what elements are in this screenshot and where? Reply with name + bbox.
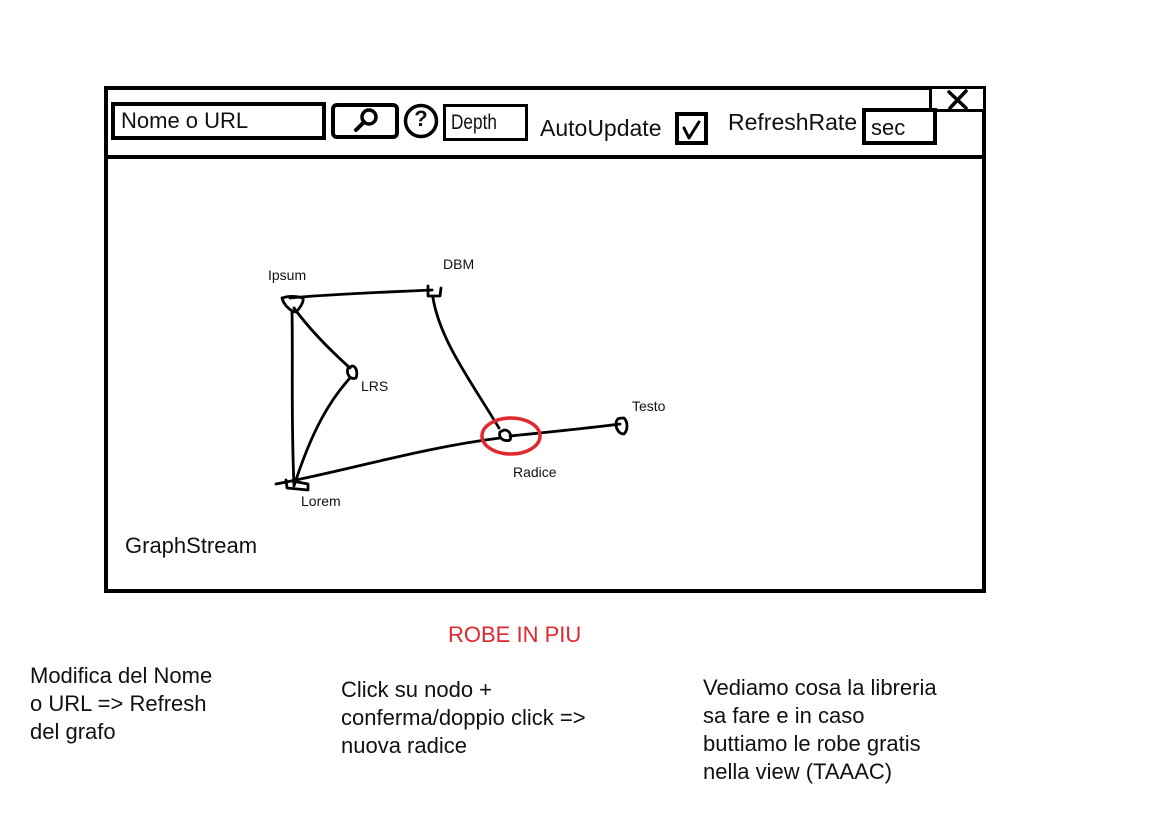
node-label-radice: Radice: [513, 464, 557, 480]
help-glyph: ?: [414, 106, 428, 131]
search-button[interactable]: [331, 103, 399, 139]
refreshrate-label: RefreshRate: [728, 109, 858, 135]
name-or-url-input[interactable]: Nome o URL: [111, 102, 326, 140]
node-label-lorem: Lorem: [301, 493, 341, 509]
help-icon: [403, 103, 439, 139]
close-icon: [947, 89, 968, 110]
node-label-testo: Testo: [632, 398, 666, 414]
extras-heading: ROBE IN PIU: [448, 622, 582, 647]
name-or-url-placeholder: Nome o URL: [121, 108, 249, 133]
graphstream-label: GraphStream: [125, 533, 258, 558]
help-button[interactable]: ?: [403, 103, 439, 139]
autoupdate-label: AutoUpdate: [540, 115, 662, 141]
node-label-dbm: DBM: [443, 256, 475, 272]
note-new-root: Click su nodo + conferma/doppio click =>…: [341, 677, 586, 758]
close-button[interactable]: [929, 86, 986, 112]
note-library-features: Vediamo cosa la libreria sa fare e in ca…: [703, 675, 937, 784]
autoupdate-checkbox[interactable]: [675, 112, 708, 145]
depth-placeholder: Depth: [451, 111, 497, 134]
refreshrate-input[interactable]: sec: [862, 108, 937, 145]
checkmark-icon: [682, 120, 701, 140]
depth-input[interactable]: Depth: [443, 104, 528, 141]
toolbar-divider: [104, 155, 986, 159]
search-icon: [354, 108, 378, 132]
app-window: [104, 86, 986, 593]
note-refresh-graph: Modifica del Nome o URL => Refresh del g…: [30, 663, 213, 744]
node-label-ipsum: Ipsum: [268, 267, 307, 283]
node-label-lrs: LRS: [361, 378, 389, 394]
refreshrate-placeholder: sec: [871, 115, 906, 140]
